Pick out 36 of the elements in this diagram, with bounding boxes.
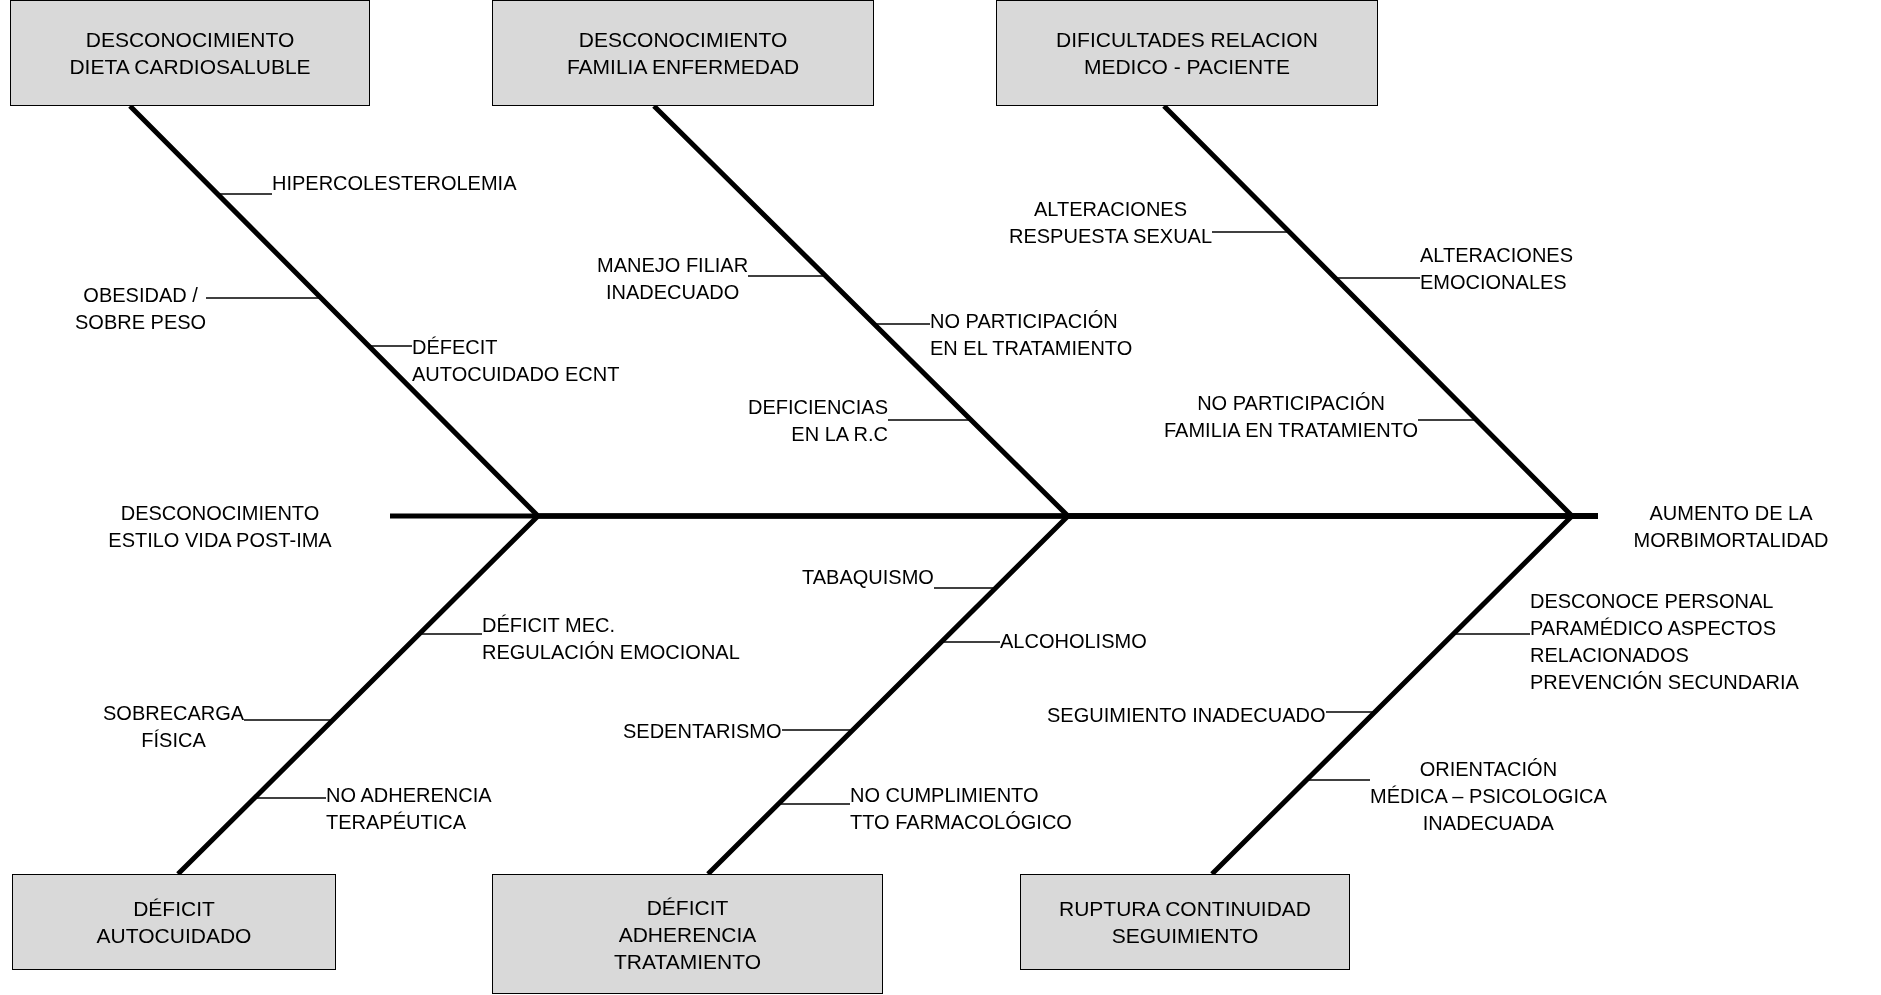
cause-text: NO CUMPLIMIENTO TTO FARMACOLÓGICO xyxy=(850,782,1072,836)
cause-text: DÉFICIT MEC. REGULACIÓN EMOCIONAL xyxy=(482,612,740,666)
leader-line xyxy=(1334,277,1421,279)
cause-text: TABAQUISMO xyxy=(802,564,934,591)
leader-line xyxy=(205,297,322,299)
cause-text: ALCOHOLISMO xyxy=(1000,628,1147,655)
effect-text: AUMENTO DE LA MORBIMORTALIDAD xyxy=(1600,500,1862,554)
cause-text: DESCONOCE PERSONAL PARAMÉDICO ASPECTOS RELACIONADOS PREVENCIÓN SECUNDARIA xyxy=(1530,588,1799,696)
leader-line xyxy=(1325,711,1376,713)
cause-text: SOBRECARGA FÍSICA xyxy=(103,700,245,754)
category-box: DIFICULTADES RELACION MEDICO - PACIENTE xyxy=(996,0,1378,106)
cause-text: ALTERACIONES EMOCIONALES xyxy=(1420,242,1573,296)
cause-text: DEFICIENCIAS EN LA R.C xyxy=(748,394,889,448)
category-box: DÉFICIT ADHERENCIA TRATAMIENTO xyxy=(492,874,883,994)
cause-text: NO PARTICIPACIÓN EN EL TRATAMIENTO xyxy=(930,308,1133,362)
cause-text: ALTERACIONES RESPUESTA SEXUAL xyxy=(1009,196,1213,250)
category-box: RUPTURA CONTINUIDAD SEGUIMIENTO xyxy=(1020,874,1350,970)
cause-text: ORIENTACIÓN MÉDICA – PSICOLOGICA INADECUADA xyxy=(1370,756,1607,837)
leader-line xyxy=(243,719,334,721)
cause-text: NO ADHERENCIA TERAPÉUTICA xyxy=(326,782,492,836)
leader-line xyxy=(368,345,413,347)
problem-text: DESCONOCIMIENTO ESTILO VIDA POST-IMA xyxy=(50,500,390,554)
fishbone-line xyxy=(1210,513,1598,876)
leader-line xyxy=(887,419,972,421)
cause-text: NO PARTICIPACIÓN FAMILIA EN TRATAMIENTO xyxy=(1164,390,1419,444)
leader-line xyxy=(781,729,854,731)
cause-text: SEDENTARISMO xyxy=(623,718,782,745)
category-box: DESCONOCIMIENTO FAMILIA ENFERMEDAD xyxy=(492,0,874,106)
cause-text: SEGUIMIENTO INADECUADO xyxy=(1047,702,1326,729)
leader-line xyxy=(873,323,931,325)
cause-text: DÉFECIT AUTOCUIDADO ECNT xyxy=(412,334,620,388)
category-box: DÉFICIT AUTOCUIDADO xyxy=(12,874,336,970)
cause-text: HIPERCOLESTEROLEMIA xyxy=(272,170,517,197)
category-box: DESCONOCIMIENTO DIETA CARDIOSALUBLE xyxy=(10,0,370,106)
cause-text: MANEJO FILIAR INADECUADO xyxy=(597,252,749,306)
cause-text: OBESIDAD / SOBRE PESO xyxy=(75,282,207,336)
